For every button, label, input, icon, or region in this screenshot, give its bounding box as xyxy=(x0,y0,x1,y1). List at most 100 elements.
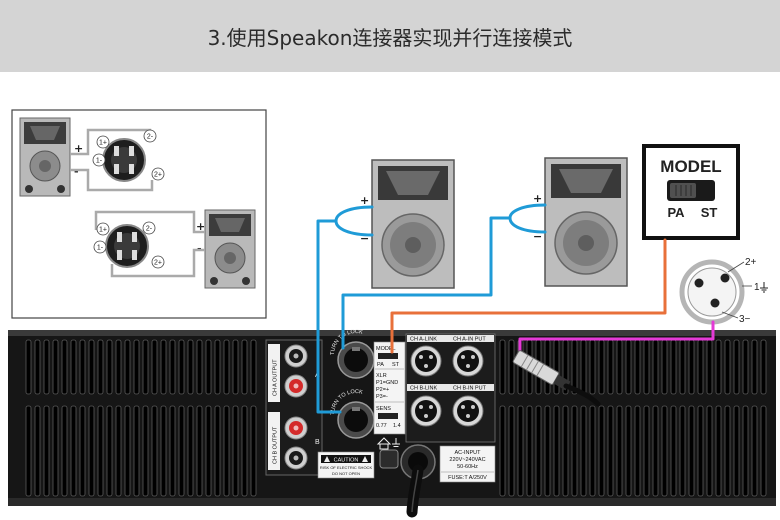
inset-bottom-pin-2-minus: 2- xyxy=(146,226,153,233)
page-title: 3.使用Speakon连接器实现并行连接模式 xyxy=(208,26,573,50)
vent-slot xyxy=(52,405,59,497)
caution-line-2: DO NOT OPEN xyxy=(332,471,360,476)
vent-slot xyxy=(70,405,77,497)
ac-input-voltage: 220V~240VAC xyxy=(449,457,485,463)
vent-slot xyxy=(715,339,722,395)
header-banner: 3.使用Speakon连接器实现并行连接模式 xyxy=(0,0,780,72)
vent-slot xyxy=(661,339,668,395)
vent-slot xyxy=(232,339,239,395)
binding-post-a-positive[interactable] xyxy=(284,374,308,398)
vent-slot xyxy=(607,405,614,497)
xlr-pin2-label: 2+ xyxy=(745,257,757,268)
xlr-pin-2 xyxy=(720,273,730,283)
vent-slot xyxy=(733,405,740,497)
vent-slot xyxy=(79,405,86,497)
vent-slot xyxy=(508,339,515,395)
vent-slot xyxy=(232,405,239,497)
ch-a-input-label: CH A-IN PUT xyxy=(453,337,486,343)
speaker-right-cable-loop xyxy=(508,203,547,234)
binding-post-area: CH A OUTPUT CH B OUTPUT xyxy=(265,339,323,476)
inset-top-speakon-connector xyxy=(102,138,146,182)
vent-slot xyxy=(580,405,587,497)
vent-slot xyxy=(670,339,677,395)
channel-b-label: B xyxy=(315,439,320,446)
vent-slot xyxy=(106,339,113,395)
xlr-socket-ch-a-link[interactable] xyxy=(410,345,442,377)
xlr-socket-ch-b-link[interactable] xyxy=(410,395,442,427)
amplifier-rear-panel: CH A OUTPUT CH B OUTPUT xyxy=(8,329,776,518)
vent-slot xyxy=(724,339,731,395)
inset-top-wire-minus xyxy=(70,168,154,192)
vent-slot xyxy=(70,339,77,395)
speaker-right-minus-label: − xyxy=(533,230,542,243)
speaker-left-plus-label: + xyxy=(360,194,369,207)
xlr-pinout-diagram: 2+ 1 3− xyxy=(679,257,768,325)
inset-top-pin-labels: 2- 1+ 1- 2+ xyxy=(92,129,165,181)
inset-bottom-minus-label: - xyxy=(197,242,202,255)
inset-bottom-plus-label: + xyxy=(196,220,205,233)
inset-bottom-pin-1-plus: 1+ xyxy=(99,227,107,234)
vent-slot xyxy=(661,405,668,497)
speaker-left xyxy=(371,159,455,289)
model-switch-title: MODEL xyxy=(660,157,721,176)
vent-slot xyxy=(688,339,695,395)
panel-model-st: ST xyxy=(392,362,400,368)
xlr-socket-ch-b-input[interactable] xyxy=(452,395,484,427)
vent-slot xyxy=(733,339,740,395)
vent-slot xyxy=(688,405,695,497)
power-cord[interactable] xyxy=(400,444,436,518)
vent-slot xyxy=(607,339,614,395)
panel-model-switch[interactable] xyxy=(378,353,398,359)
panel-xlr-p3: P3=- xyxy=(376,394,388,400)
vent-slot xyxy=(517,405,524,497)
vent-slot xyxy=(715,405,722,497)
vent-slot xyxy=(589,339,596,395)
inset-bottom-pin-2-plus: 2+ xyxy=(154,260,162,267)
vent-slot xyxy=(598,339,605,395)
ac-input-fuse: FUSE:T A/250V xyxy=(448,475,487,481)
vent-slot xyxy=(652,339,659,395)
panel-model-label: MODEL xyxy=(376,346,396,352)
inset-bottom-wire-minus xyxy=(110,248,205,278)
binding-post-b-positive[interactable] xyxy=(284,416,308,440)
inset-bottom-pin-1-minus: 1- xyxy=(97,245,104,252)
ac-input-label: AC-INPUT 220V~240VAC 50-60Hz FUSE:T A/25… xyxy=(439,445,496,483)
binding-post-a-negative[interactable] xyxy=(284,344,308,368)
vent-slot xyxy=(742,339,749,395)
xlr-plug[interactable] xyxy=(512,350,601,407)
inset-speaker-top-icon xyxy=(19,117,71,197)
vent-slot xyxy=(160,339,167,395)
vent-slot xyxy=(214,405,221,497)
warning-triangle-icon xyxy=(362,456,368,462)
ventilation-grille xyxy=(25,339,767,497)
xlr-pin1-label: 1 xyxy=(754,282,760,293)
speakon-socket-b[interactable] xyxy=(337,401,375,439)
binding-post-b-negative[interactable] xyxy=(284,446,308,470)
vent-slot xyxy=(115,405,122,497)
header-background xyxy=(0,0,780,72)
inset-speaker-bottom-icon xyxy=(204,209,256,289)
xlr-input-panel: CH A-LINK CH A-IN PUT CH B-LINK CH B-IN … xyxy=(405,333,496,443)
speaker-left-minus-label: − xyxy=(360,232,369,245)
inset-bottom-pin-labels: 1+ 2- 1- 2+ xyxy=(93,221,165,269)
vent-slot xyxy=(196,339,203,395)
vent-slot xyxy=(562,405,569,497)
inset-top-pin-1-minus: 1- xyxy=(96,158,103,165)
vent-slot xyxy=(616,339,623,395)
speakon-socket-a[interactable] xyxy=(337,341,375,379)
panel-sens-high: 1.4 xyxy=(393,423,401,429)
vent-slot xyxy=(499,405,506,497)
vent-slot xyxy=(250,339,257,395)
vent-slot xyxy=(742,405,749,497)
panel-sens-label: SENS xyxy=(376,406,391,412)
vent-slot xyxy=(88,339,95,395)
xlr-socket-ch-a-input[interactable] xyxy=(452,345,484,377)
vent-slot xyxy=(634,405,641,497)
fuse-holder[interactable] xyxy=(379,449,399,469)
panel-sens-switch[interactable] xyxy=(378,413,398,419)
vent-slot xyxy=(634,339,641,395)
vent-slot xyxy=(124,339,131,395)
vent-slot xyxy=(679,405,686,497)
speakon-cable-to-socket-a xyxy=(341,216,512,350)
